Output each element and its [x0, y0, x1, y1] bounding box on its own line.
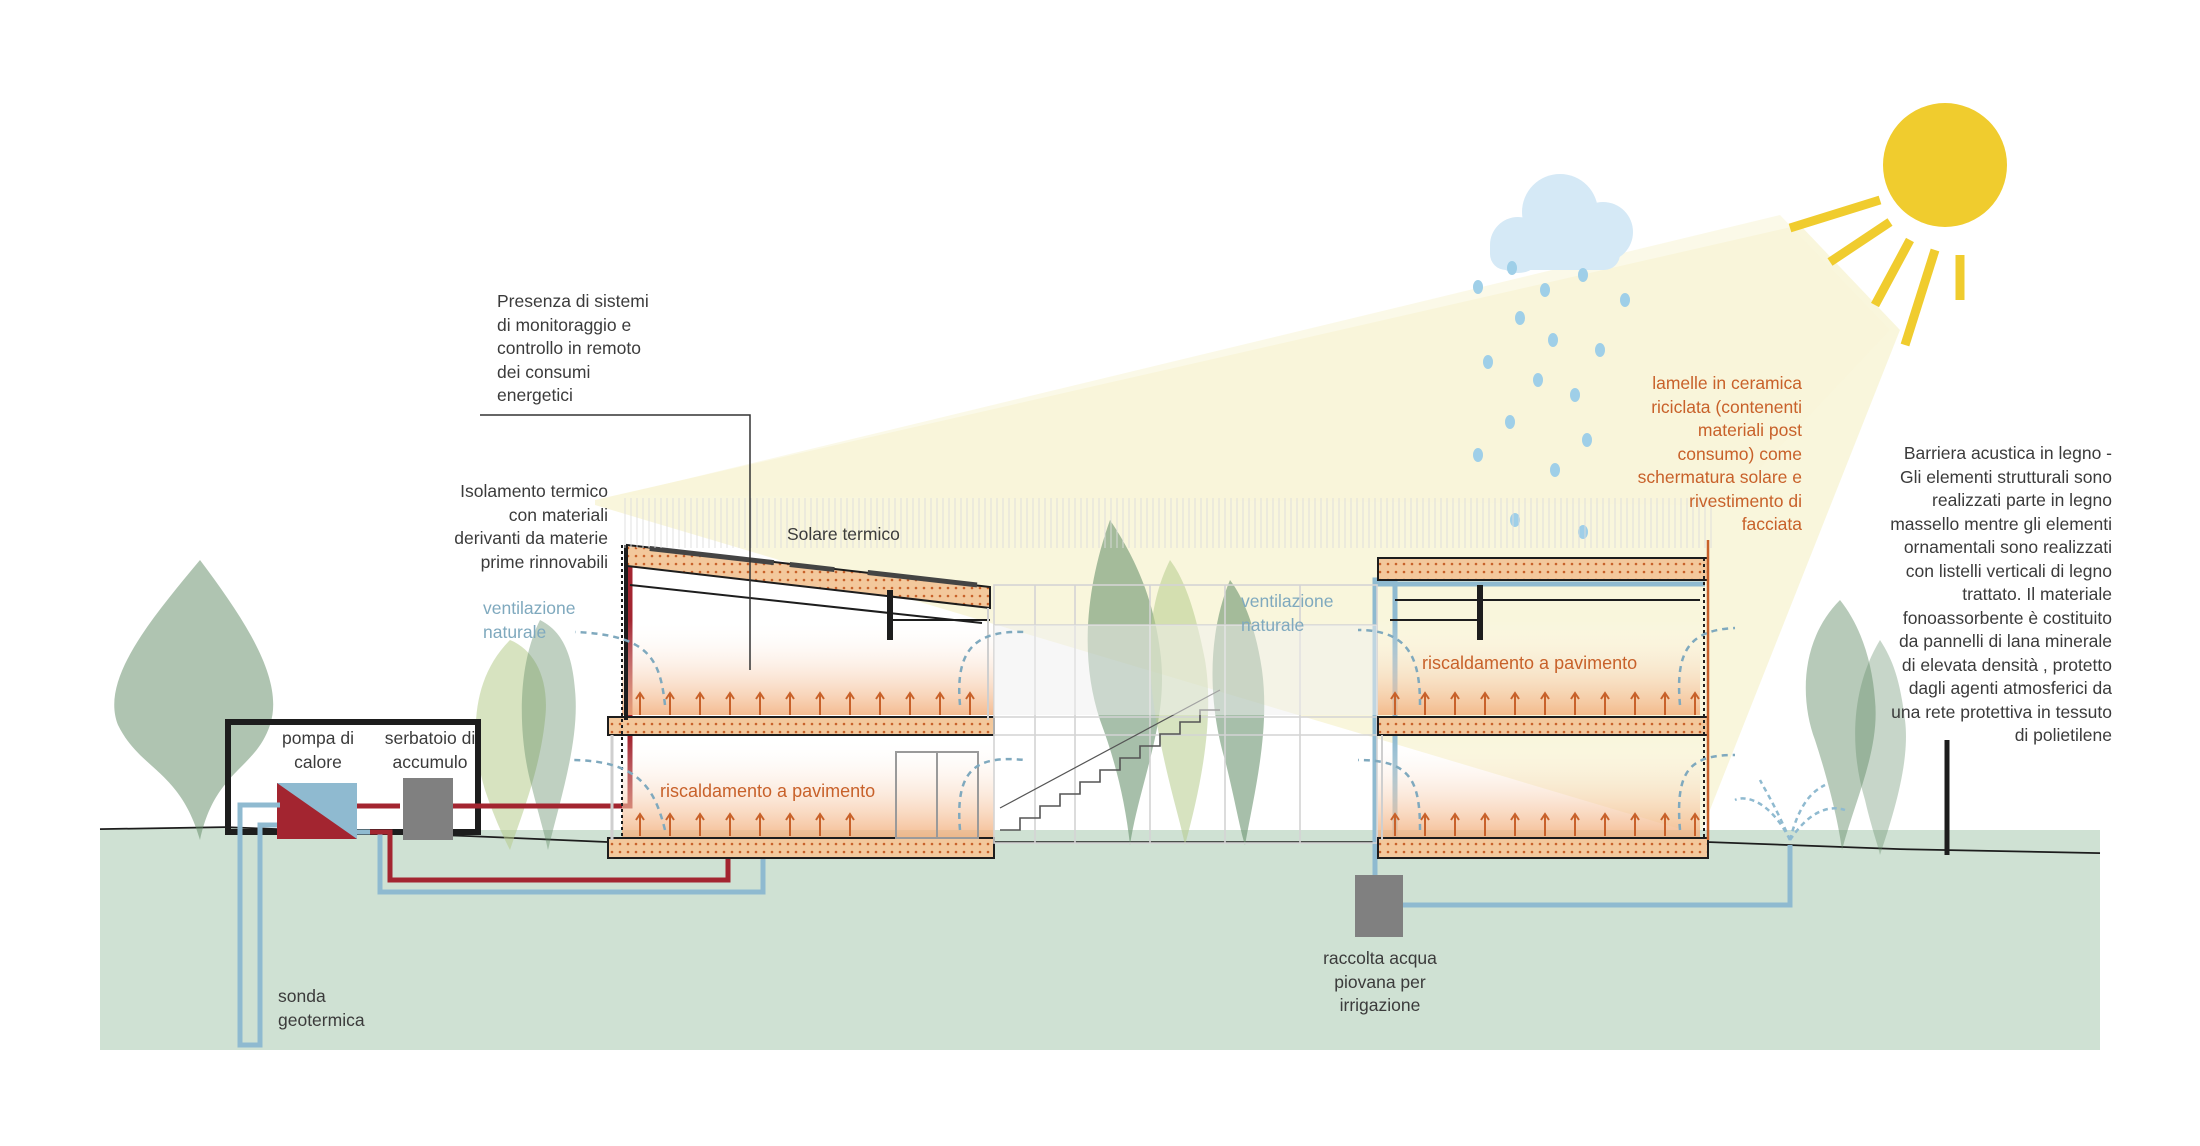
heating-arrow	[1420, 812, 1430, 836]
heating-arrow	[905, 691, 915, 715]
heating-arrow	[875, 691, 885, 715]
ceramic-louvres	[622, 498, 1712, 548]
heating-arrow	[665, 812, 675, 836]
ventilation-label-left: ventilazione naturale	[483, 598, 576, 642]
heating-arrow	[1420, 691, 1430, 715]
floor-heating-arrows	[635, 691, 1700, 836]
heating-arrow	[1450, 691, 1460, 715]
heating-arrow	[1540, 812, 1550, 836]
heating-arrow	[1690, 691, 1700, 715]
ventilation-label-right: ventilazione naturale	[1241, 591, 1334, 635]
heating-arrow	[1660, 812, 1670, 836]
heating-arrow	[1630, 691, 1640, 715]
heating-arrow	[1480, 691, 1490, 715]
heating-arrow	[635, 812, 645, 836]
sprinkler-icon	[1734, 779, 1846, 841]
heating-arrow	[1570, 691, 1580, 715]
heating-arrow	[1450, 812, 1460, 836]
heating-arrow	[725, 691, 735, 715]
heating-arrow	[965, 691, 975, 715]
right-building	[1377, 540, 1710, 859]
heating-arrow	[935, 691, 945, 715]
heating-arrow	[635, 691, 645, 715]
heating-arrow	[1600, 691, 1610, 715]
ceramic-louvres-label: lamelle in ceramica riciclata (contenent…	[1637, 373, 1802, 534]
acoustic-barrier-label: Barriera acustica in legno - Gli element…	[1890, 443, 2112, 745]
monitoring-label: Presenza di sistemi di monitoraggio e co…	[497, 291, 649, 405]
heating-arrow	[1480, 812, 1490, 836]
heating-arrow	[755, 812, 765, 836]
ventilation-arrows	[569, 626, 1736, 831]
heating-arrow	[815, 812, 825, 836]
sun-icon	[1788, 103, 2007, 347]
left-building	[607, 543, 995, 859]
geothermal-probe-label: sonda geotermica	[278, 986, 365, 1030]
heating-arrow	[785, 691, 795, 715]
heating-arrow	[725, 812, 735, 836]
heating-arrow	[1660, 691, 1670, 715]
heating-arrow	[1510, 691, 1520, 715]
heating-arrow	[845, 812, 855, 836]
heating-arrow	[1390, 812, 1400, 836]
monitoring-leader-line	[480, 414, 751, 670]
rainwater-tank-icon	[1355, 875, 1403, 937]
ground-fill-top	[100, 828, 2100, 1050]
storage-tank-label: serbatoio di accumulo	[384, 728, 476, 772]
heat-pump-icon	[277, 783, 357, 839]
heating-arrow	[755, 691, 765, 715]
heating-arrow	[695, 691, 705, 715]
heating-arrow	[1570, 812, 1580, 836]
heating-arrow	[1630, 812, 1640, 836]
floor-heating-label-left: riscaldamento a pavimento	[660, 781, 876, 801]
connector-tint	[994, 625, 1377, 715]
heating-arrow	[665, 691, 675, 715]
storage-tank-icon	[403, 778, 453, 840]
solar-thermal-label: Solare termico	[787, 524, 900, 544]
cloud-icon	[1490, 174, 1633, 273]
heating-arrow	[845, 691, 855, 715]
sunlight-beam-upper	[620, 215, 1890, 505]
heating-arrow	[785, 812, 795, 836]
heating-arrow	[815, 691, 825, 715]
insulation-label: Isolamento termico con materiali derivan…	[454, 481, 608, 572]
rainwater-label: raccolta acqua piovana per irrigazione	[1323, 948, 1437, 1015]
heating-arrow	[1510, 812, 1520, 836]
heating-arrow	[695, 812, 705, 836]
heating-arrow	[1690, 812, 1700, 836]
heating-arrow	[1600, 812, 1610, 836]
heating-arrow	[1390, 691, 1400, 715]
floor-heating-label-right: riscaldamento a pavimento	[1422, 653, 1638, 673]
heating-arrow	[1540, 691, 1550, 715]
heat-pump-label: pompa di calore	[282, 728, 354, 772]
